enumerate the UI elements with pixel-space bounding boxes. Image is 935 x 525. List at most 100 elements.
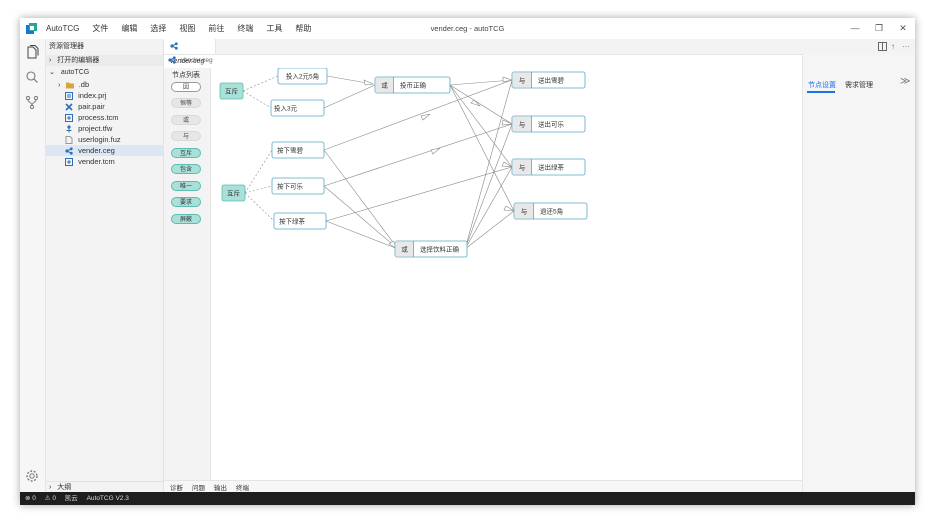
- menu-terminal[interactable]: 终端: [237, 24, 254, 33]
- palette-identity-button[interactable]: 恒等: [171, 98, 201, 108]
- tab-output[interactable]: 输出: [214, 484, 227, 492]
- menu-edit[interactable]: 编辑: [121, 24, 138, 33]
- error-count[interactable]: ⊗ 0: [25, 495, 36, 502]
- menu-help[interactable]: 帮助: [295, 24, 312, 33]
- tab-requirement-management[interactable]: 需求管理: [845, 82, 873, 89]
- tab-diagnostics[interactable]: 诊断: [170, 484, 183, 492]
- right-panel: 节点设置 需求管理 ≫: [802, 54, 915, 492]
- tree-item-index-prj[interactable]: index.prj: [46, 90, 182, 101]
- tree-item-label: vender.ceg: [78, 146, 115, 155]
- middle-node-drink-select-correct[interactable]: 或 选择饮料正确: [394, 240, 468, 258]
- mutex-node-bottom[interactable]: 互斥: [221, 184, 246, 202]
- palette-mutex-button[interactable]: 互斥: [171, 148, 201, 158]
- tree-item-label: process.tcm: [78, 113, 119, 122]
- middle-node-coin-correct[interactable]: 或 投币正确: [374, 76, 451, 94]
- more-actions-icon[interactable]: ···: [902, 42, 910, 51]
- graph-edges: [323, 75, 515, 250]
- open-editors-label: 打开的编辑器: [57, 57, 100, 64]
- menu-go[interactable]: 前往: [208, 24, 225, 33]
- palette-mask-button[interactable]: 屏蔽: [171, 214, 201, 224]
- outline-label: 大纲: [57, 484, 72, 491]
- tree-item-label: index.prj: [78, 91, 107, 100]
- project-label: autoTCG: [60, 69, 90, 76]
- chevron-down-icon: ⌄: [49, 69, 55, 76]
- project-section[interactable]: ⌄ autoTCG: [46, 67, 163, 78]
- middle-node-label: 投币正确: [400, 81, 427, 90]
- tree-item-vender-ceg[interactable]: vender.ceg: [46, 145, 182, 157]
- palette-cause-button[interactable]: 因: [171, 82, 201, 92]
- edge-arrowheads: [363, 76, 515, 250]
- tab-terminal[interactable]: 终端: [236, 484, 249, 492]
- cause-node-press-cola[interactable]: 按下可乐: [271, 177, 325, 195]
- effect-node-dispense-cola[interactable]: 与 送出可乐: [511, 115, 586, 133]
- graph-canvas[interactable]: 互斥 互斥 投入2元5角 投入3元 按下雪碧 按下可乐: [210, 68, 802, 480]
- tab-label: vender.ceg: [170, 58, 205, 65]
- cause-node-label: 投入2元5角: [286, 72, 319, 81]
- cause-node-press-green-tea[interactable]: 按下绿茶: [273, 212, 327, 230]
- menu-selection[interactable]: 选择: [150, 24, 167, 33]
- source-control-icon[interactable]: [25, 95, 39, 109]
- editor-area: vender.ceg ↑ ··· vender.ceg 节点列表 因 恒等 或 …: [164, 39, 915, 492]
- app-logo-icon: [26, 23, 37, 34]
- collapse-panel-icon[interactable]: ≫: [900, 76, 911, 87]
- menu-tools[interactable]: 工具: [266, 24, 283, 33]
- menu-app-name[interactable]: AutoTCG: [46, 24, 80, 33]
- files-icon[interactable]: [25, 45, 39, 59]
- activity-bar: [20, 39, 46, 492]
- tab-node-settings[interactable]: 节点设置: [808, 82, 836, 89]
- tab-vender-ceg[interactable]: vender.ceg: [164, 39, 216, 65]
- operator-label: 与: [519, 77, 526, 85]
- effect-node-label: 送出可乐: [538, 120, 565, 129]
- tab-bar: vender.ceg ↑ ···: [164, 39, 915, 65]
- cause-node-press-sprite[interactable]: 按下雪碧: [271, 141, 325, 159]
- menu-file[interactable]: 文件: [92, 24, 109, 33]
- tree-item-label: project.tfw: [78, 124, 113, 133]
- effect-node-refund-5[interactable]: 与 退还5角: [513, 202, 588, 220]
- cause-node-insert-2-5[interactable]: 投入2元5角: [277, 68, 328, 85]
- project-file-icon: [65, 92, 73, 101]
- palette-title: 节点列表: [172, 72, 200, 79]
- palette-one-only-button[interactable]: 唯一: [171, 181, 201, 191]
- tree-item-db[interactable]: › .db: [46, 79, 175, 90]
- minimize-icon[interactable]: —: [850, 23, 860, 33]
- settings-gear-icon[interactable]: [25, 469, 39, 483]
- tree-item-label: vender.tcm: [78, 157, 115, 166]
- cause-node-label: 按下可乐: [277, 182, 304, 191]
- outline-section[interactable]: › 大纲: [46, 481, 163, 492]
- ceg-file-icon: [170, 42, 178, 50]
- split-editor-icon[interactable]: [878, 42, 887, 51]
- tree-item-userlogin-fuz[interactable]: userlogin.fuz: [46, 134, 182, 145]
- mutex-node-label: 互斥: [227, 189, 241, 198]
- palette-and-button[interactable]: 与: [171, 131, 201, 141]
- version-label: AutoTCG V2.3: [86, 495, 129, 502]
- menu-view[interactable]: 视图: [179, 24, 196, 33]
- tree-item-label: userlogin.fuz: [78, 135, 121, 144]
- tcm-file-icon: [65, 114, 73, 123]
- cause-node-insert-3[interactable]: 投入3元: [270, 99, 325, 117]
- close-icon[interactable]: ✕: [899, 23, 907, 33]
- search-icon[interactable]: [25, 70, 39, 84]
- tree-item-process-tcm[interactable]: process.tcm: [46, 112, 182, 123]
- palette-require-button[interactable]: 要求: [171, 197, 201, 207]
- effect-node-dispense-green-tea[interactable]: 与 送出绿茶: [511, 158, 586, 176]
- operator-label: 或: [381, 81, 388, 90]
- breadcrumb[interactable]: vender.ceg: [168, 56, 213, 66]
- arrow-up-icon[interactable]: ↑: [891, 42, 895, 51]
- effect-node-label: 退还5角: [540, 207, 563, 216]
- palette-or-button[interactable]: 或: [171, 115, 201, 125]
- tree-item-vender-tcm[interactable]: vender.tcm: [46, 156, 182, 167]
- chevron-right-icon: ›: [49, 484, 52, 491]
- ceg-file-icon: [65, 147, 73, 155]
- palette-inclusive-button[interactable]: 包含: [171, 164, 201, 174]
- open-editors-section[interactable]: › 打开的编辑器: [46, 55, 163, 66]
- brand-label: 凯云: [64, 495, 78, 502]
- restore-icon[interactable]: ❐: [874, 23, 884, 33]
- warning-count[interactable]: ⚠ 0: [44, 495, 56, 502]
- tree-item-project-tfw[interactable]: project.tfw: [46, 123, 182, 134]
- tab-problems[interactable]: 问题: [192, 484, 205, 492]
- tree-item-pair[interactable]: pair.pair: [46, 101, 182, 112]
- effect-node-label: 送出雪碧: [538, 76, 565, 85]
- effect-node-dispense-sprite[interactable]: 与 送出雪碧: [511, 71, 586, 89]
- bottom-panel-tabs: 诊断 问题 输出 终端: [164, 480, 802, 492]
- mutex-node-top[interactable]: 互斥: [219, 82, 244, 100]
